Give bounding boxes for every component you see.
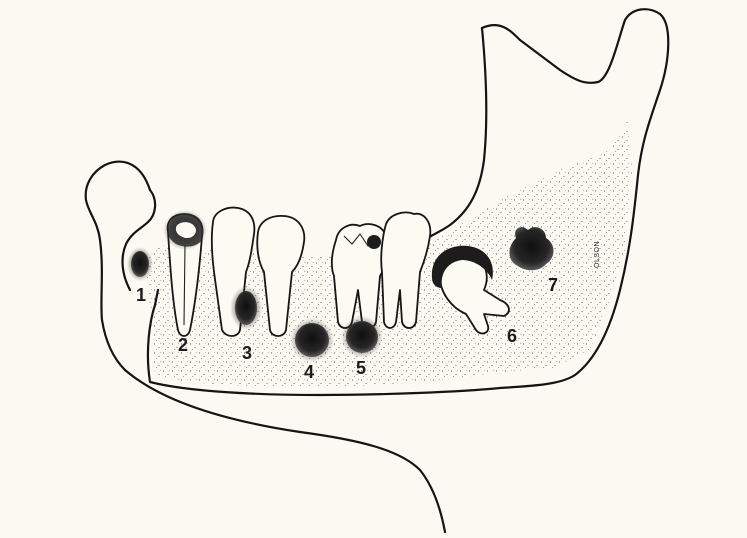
lesion-label-5: 5 [356,358,366,378]
lesion-label-1: 1 [136,285,146,305]
lesion-label-2: 2 [178,335,188,355]
lesion-label-7: 7 [548,275,558,295]
artist-signature: OLSON [594,241,601,268]
ramus-inner-line [424,28,486,240]
lesion-3 [235,291,257,325]
molar-caries-spot [367,235,381,249]
lesion-label-6: 6 [507,326,517,346]
lesion-4 [295,323,329,357]
lesion-1 [131,251,149,277]
lesion-5 [346,321,378,353]
lesion-label-3: 3 [242,343,252,363]
lesion-label-4: 4 [304,362,314,382]
